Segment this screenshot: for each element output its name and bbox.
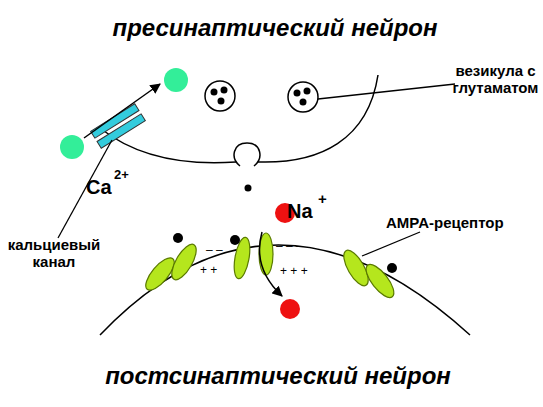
postsynaptic-membrane [100, 245, 470, 335]
charge-label: + + + [280, 265, 330, 279]
part-label: AMPA-рецептор [386, 214, 536, 231]
charge-label: + [318, 190, 338, 207]
glutamate [211, 89, 218, 96]
sodium-ion [280, 299, 300, 319]
vesicle [205, 81, 235, 111]
glutamate [218, 98, 225, 105]
glutamate [245, 185, 252, 192]
glutamate [173, 233, 183, 243]
leader-line [318, 84, 455, 99]
ion-flow-arrow [84, 84, 160, 138]
part-label: везикула с глутаматом [448, 62, 543, 97]
charge-label: – – – [276, 240, 326, 254]
calcium-ion [164, 68, 188, 92]
heading-label: пресинаптический нейрон [90, 14, 460, 42]
glutamate [300, 99, 307, 106]
presynaptic-membrane [258, 75, 378, 162]
glutamate [304, 88, 311, 95]
vesicle [288, 82, 318, 112]
glutamate [294, 90, 301, 97]
charge-label: + + [200, 264, 240, 278]
fused-vesicle [234, 143, 260, 166]
glutamate [221, 87, 228, 94]
ampa-receptor [141, 233, 399, 302]
charge-label: – – [206, 244, 246, 258]
charge-label: 2+ [114, 168, 144, 183]
heading-label: постсинаптический нейрон [88, 362, 468, 390]
glutamate [387, 263, 397, 273]
calcium-ion [60, 135, 84, 159]
glutamate [230, 235, 240, 245]
part-label: кальциевый канал [4, 236, 104, 271]
calcium-channel [91, 104, 146, 149]
leader-line [362, 232, 420, 256]
